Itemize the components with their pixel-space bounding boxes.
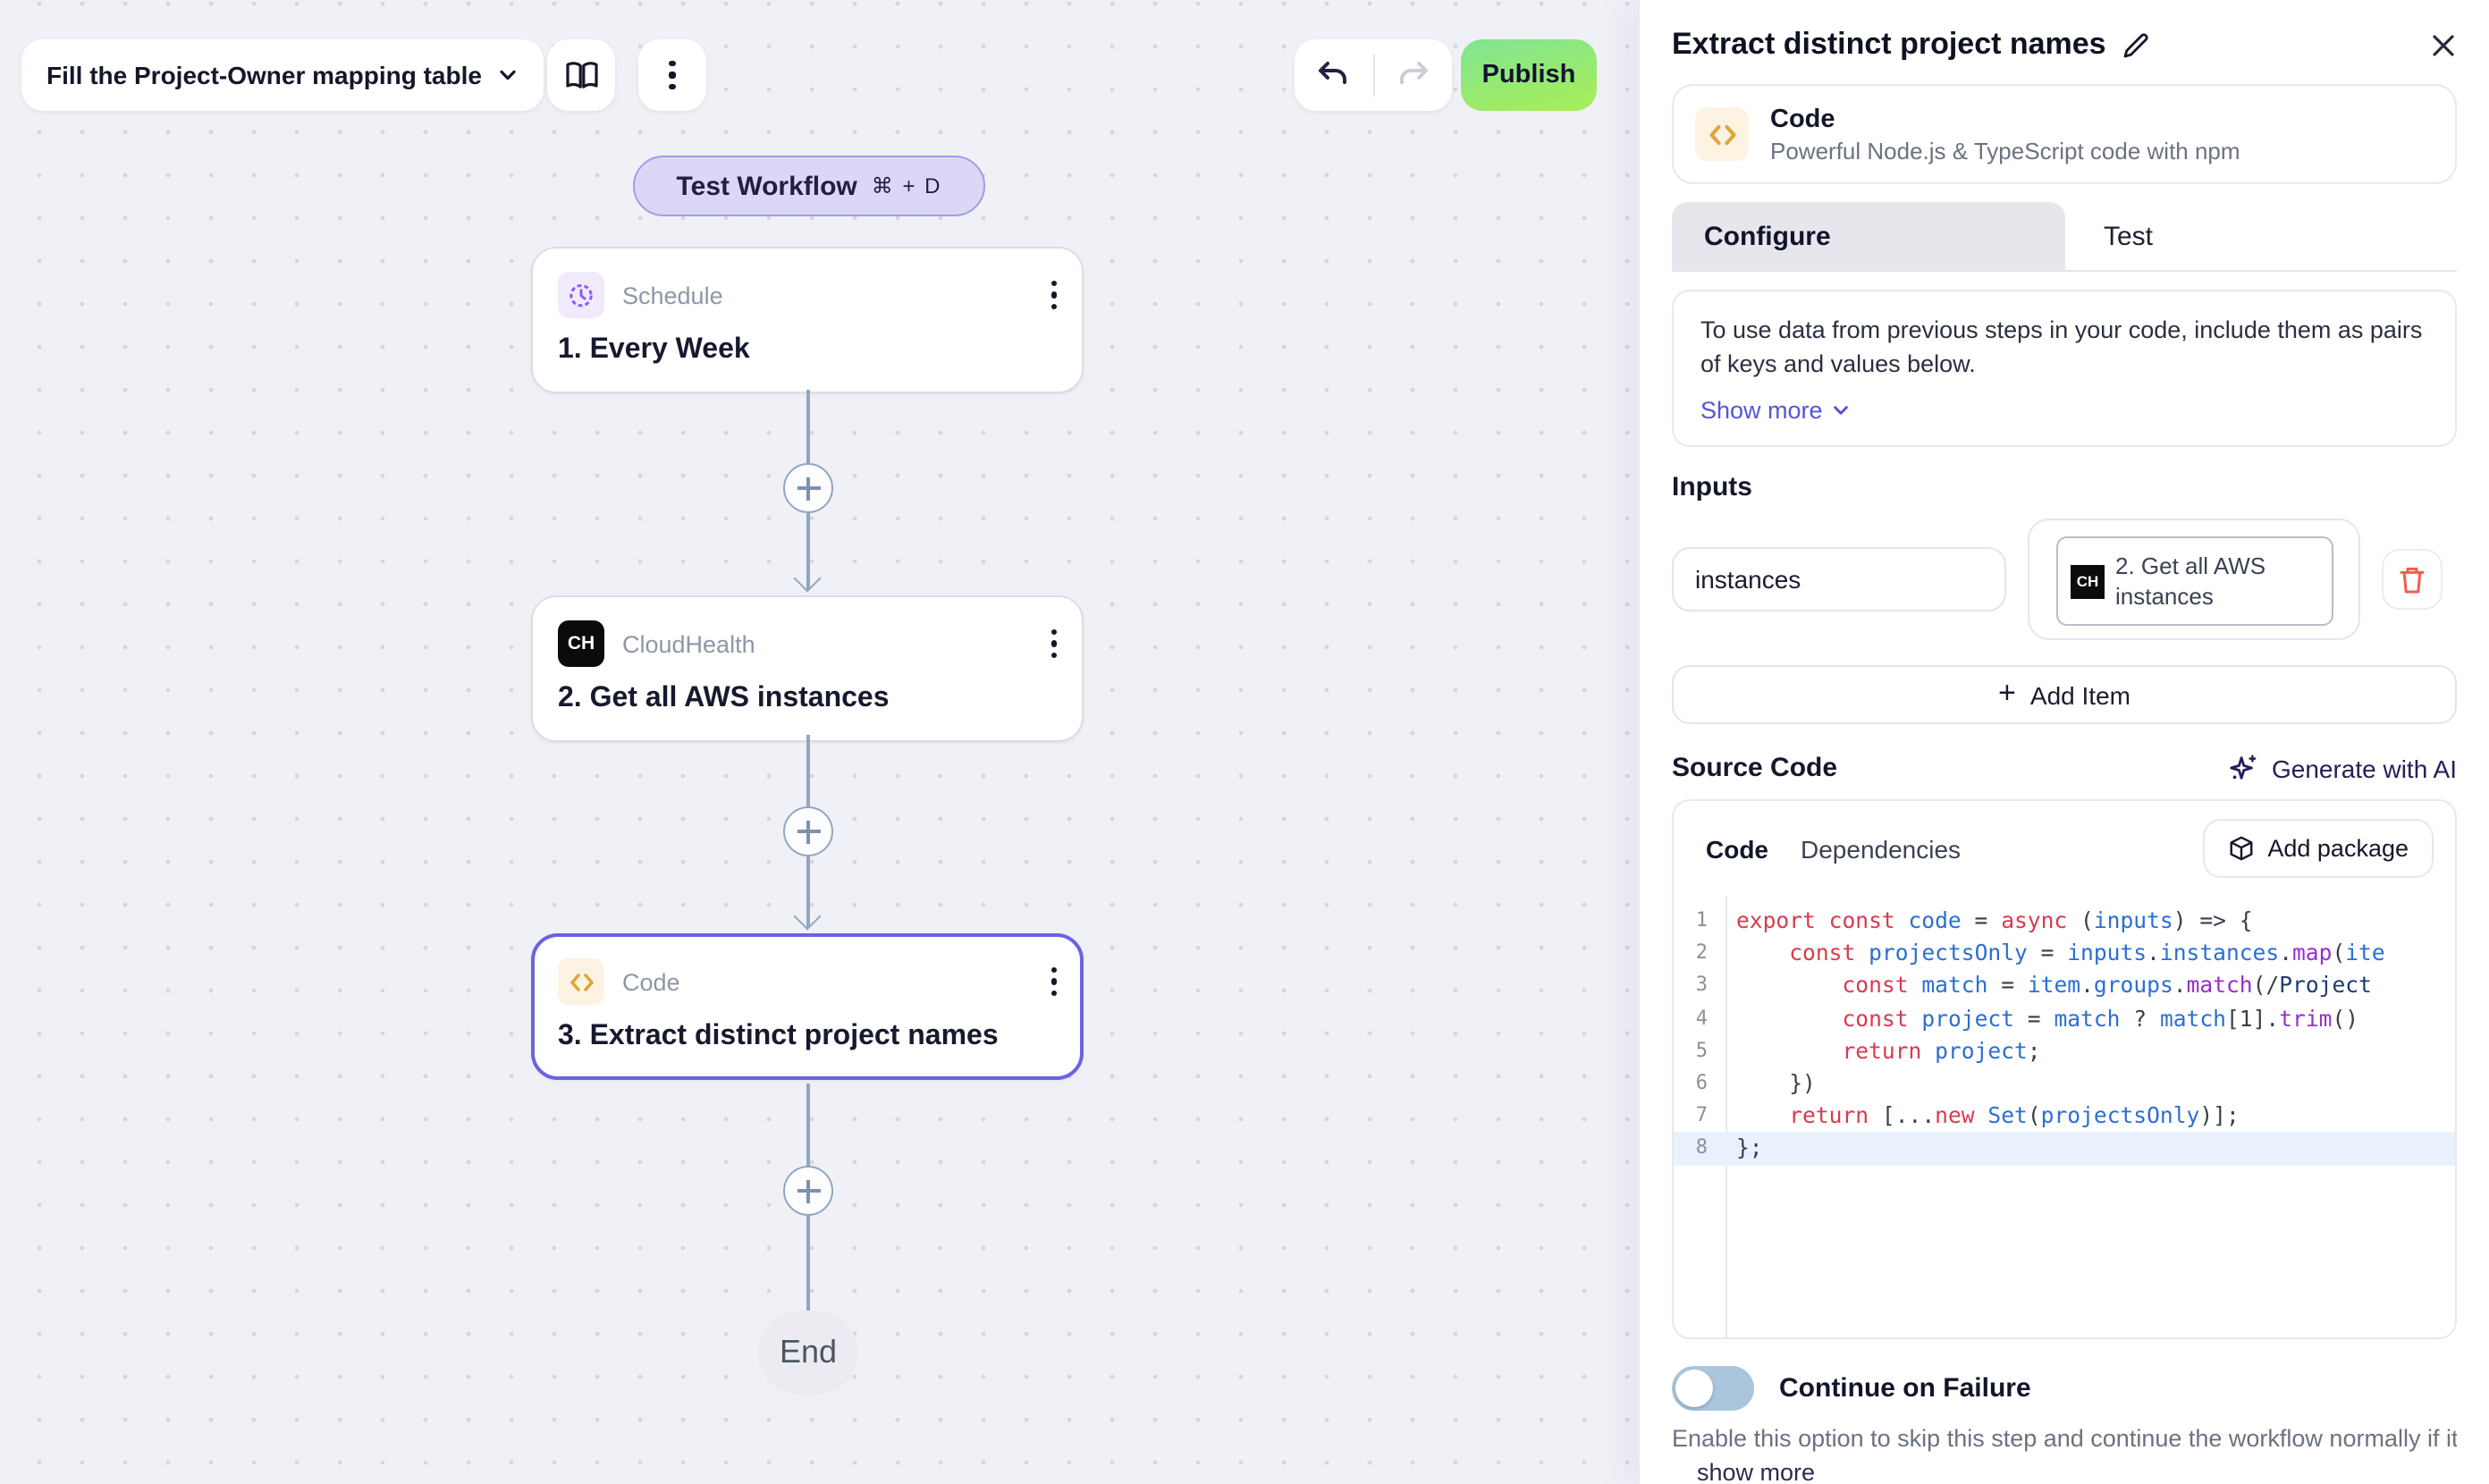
code-line: 4 const project = match ? match[1].trim(… xyxy=(1695,1006,2359,1032)
redo-button[interactable] xyxy=(1374,61,1452,89)
workflow-canvas[interactable]: Fill the Project-Owner mapping table Pub… xyxy=(0,0,1638,1484)
show-more-link[interactable]: Show more xyxy=(1700,397,2428,424)
node-menu-button[interactable] xyxy=(1050,967,1057,996)
close-icon xyxy=(2433,34,2454,55)
chevron-down-icon xyxy=(501,70,517,80)
tab-test[interactable]: Test xyxy=(2104,221,2154,251)
plus-icon: + xyxy=(1998,676,2016,710)
continue-on-failure-label: Continue on Failure xyxy=(1779,1373,2031,1404)
sparkles-icon xyxy=(2231,755,2257,780)
trash-icon xyxy=(2400,566,2425,593)
test-workflow-shortcut: ⌘ + D xyxy=(871,173,942,198)
continue-on-failure-toggle[interactable] xyxy=(1672,1366,1754,1411)
undo-button[interactable] xyxy=(1295,61,1372,89)
app-card-description: Powerful Node.js & TypeScript code with … xyxy=(1770,137,2240,164)
add-step-button[interactable] xyxy=(783,463,833,513)
workflow-selector-label: Fill the Project-Owner mapping table xyxy=(46,61,482,89)
code-line: 3 const match = item.groups.match(/Proje… xyxy=(1695,973,2372,999)
publish-button[interactable]: Publish xyxy=(1461,39,1597,111)
node-code[interactable]: Code 3. Extract distinct project names xyxy=(531,933,1084,1080)
arrow-down-icon xyxy=(792,902,821,931)
workflow-selector[interactable]: Fill the Project-Owner mapping table xyxy=(21,39,544,111)
editor-tab-code[interactable]: Code xyxy=(1706,834,1768,863)
input-value-field[interactable]: CH 2. Get all AWS instances xyxy=(2028,519,2360,640)
panel-tabs: Configure Test xyxy=(1672,202,2457,272)
node-title: 2. Get all AWS instances xyxy=(558,683,890,713)
info-box: To use data from previous steps in your … xyxy=(1672,290,2457,447)
node-app-label: Code xyxy=(622,968,680,995)
app-card-name: Code xyxy=(1770,105,1835,133)
code-line: 7 return [...new Set(projectsOnly)]; xyxy=(1695,1103,2240,1129)
edit-title-button[interactable] xyxy=(2121,30,2151,60)
step-reference-label: 2. Get all AWS instances xyxy=(2115,552,2266,610)
panel-title: Extract distinct project names xyxy=(1672,27,2106,61)
node-title: 1. Every Week xyxy=(558,334,750,365)
generate-with-ai-button[interactable]: Generate with AI xyxy=(2229,753,2457,783)
pencil-icon xyxy=(2123,32,2148,57)
package-icon xyxy=(2230,836,2253,861)
info-text: To use data from previous steps in your … xyxy=(1700,316,2423,377)
add-step-button[interactable] xyxy=(783,1166,833,1216)
close-panel-button[interactable] xyxy=(2430,31,2457,58)
book-icon xyxy=(565,61,597,88)
node-schedule[interactable]: Schedule 1. Every Week xyxy=(531,247,1084,393)
code-icon xyxy=(558,958,604,1005)
schedule-icon xyxy=(558,272,604,318)
step-reference-chip[interactable]: CH 2. Get all AWS instances xyxy=(2056,536,2333,626)
tab-configure[interactable]: Configure xyxy=(1672,202,2064,270)
step-config-panel: Extract distinct project names Code Powe… xyxy=(1638,0,2489,1484)
test-workflow-label: Test Workflow xyxy=(676,171,857,201)
source-code-heading: Source Code xyxy=(1672,753,1838,783)
code-line: 8}; xyxy=(1674,1132,2455,1165)
code-icon xyxy=(1695,107,1749,161)
show-more-link[interactable]: show more xyxy=(1697,1459,1816,1484)
end-node: End xyxy=(758,1311,858,1395)
node-cloudhealth[interactable]: CH CloudHealth 2. Get all AWS instances xyxy=(531,595,1084,742)
node-menu-button[interactable] xyxy=(1050,629,1057,658)
node-app-label: Schedule xyxy=(622,282,723,308)
docs-button[interactable] xyxy=(547,39,615,111)
inputs-heading: Inputs xyxy=(1672,472,1752,502)
code-line: 5 return project; xyxy=(1695,1038,2041,1064)
continue-on-failure-description: Enable this option to skip this step and… xyxy=(1672,1425,2457,1452)
cloudhealth-icon: CH xyxy=(558,620,604,667)
kebab-menu-icon xyxy=(669,61,676,89)
canvas-more-button[interactable] xyxy=(638,39,706,111)
add-package-button[interactable]: Add package xyxy=(2203,819,2434,878)
gutter-divider xyxy=(1725,896,1727,1337)
add-item-button[interactable]: + Add Item xyxy=(1672,665,2457,724)
node-menu-button[interactable] xyxy=(1050,281,1057,309)
editor-tab-dependencies[interactable]: Dependencies xyxy=(1801,834,1962,863)
test-workflow-button[interactable]: Test Workflow ⌘ + D xyxy=(633,156,985,216)
add-step-button[interactable] xyxy=(783,806,833,856)
input-row: CH 2. Get all AWS instances xyxy=(1672,519,2457,640)
arrow-down-icon xyxy=(792,564,821,593)
input-key-field[interactable] xyxy=(1672,547,2006,611)
delete-input-button[interactable] xyxy=(2382,549,2443,610)
redo-icon xyxy=(1399,62,1428,84)
node-title: 3. Extract distinct project names xyxy=(558,1021,999,1051)
divider xyxy=(1372,54,1374,97)
app-card: Code Powerful Node.js & TypeScript code … xyxy=(1672,84,2457,184)
undo-icon xyxy=(1319,62,1347,84)
node-app-label: CloudHealth xyxy=(622,630,755,657)
toggle-knob xyxy=(1675,1370,1713,1407)
code-line: 2 const projectsOnly = inputs.instances.… xyxy=(1695,940,2385,966)
code-line: 6 }) xyxy=(1695,1070,1816,1096)
chevron-down-icon xyxy=(1834,406,1849,415)
history-controls xyxy=(1295,39,1452,111)
cloudhealth-badge-icon: CH xyxy=(2071,564,2105,598)
